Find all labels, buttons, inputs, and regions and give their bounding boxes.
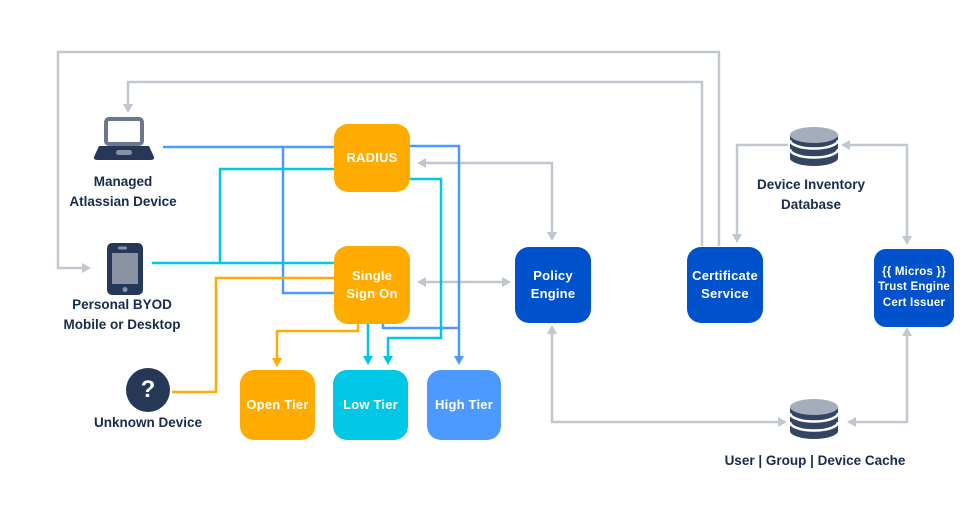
byod-device-label: Personal BYOD Mobile or Desktop bbox=[63, 297, 181, 333]
unknown-device-label: Unknown Device bbox=[93, 415, 203, 430]
high-tier-node: High Tier bbox=[427, 370, 501, 440]
flow-sso-to-high-tier bbox=[381, 324, 459, 330]
flow-sso-to-open-tier bbox=[272, 324, 360, 367]
flow-managed-device-to-sso bbox=[281, 147, 334, 295]
flow-unknown-to-sso bbox=[172, 276, 334, 394]
certificate-service-label-line1: Certificate bbox=[692, 268, 758, 284]
flow-cert-service-to-managed-device bbox=[123, 80, 704, 246]
flow-radius-policy-engine bbox=[417, 158, 557, 241]
radius-node: RADIUS bbox=[334, 124, 410, 192]
question-mark-icon: ? bbox=[126, 368, 170, 412]
low-tier-node: Low Tier bbox=[333, 370, 408, 440]
single-sign-on-node: Single Sign On bbox=[334, 246, 410, 324]
flow-policy-engine-user-cache bbox=[547, 325, 787, 427]
flow-byod-to-radius bbox=[218, 167, 334, 263]
policy-engine-label-line1: Policy bbox=[533, 268, 573, 284]
database-icon-cache bbox=[788, 399, 840, 439]
certificate-service-label-line2: Service bbox=[701, 286, 749, 301]
micros-trust-engine-node: {{ Micros }} Trust Engine Cert Issuer bbox=[874, 249, 954, 327]
laptop-icon bbox=[93, 117, 155, 160]
micros-label-line2: Trust Engine bbox=[877, 281, 951, 294]
flow-cert-service-to-byod-device bbox=[56, 50, 721, 273]
micros-label-line1: {{ Micros }} bbox=[882, 265, 946, 278]
flow-radius-to-low-tier bbox=[383, 177, 443, 365]
question-mark-glyph: ? bbox=[140, 376, 156, 403]
open-tier-label: Open Tier bbox=[246, 397, 309, 413]
flow-inventory-db-micros bbox=[841, 140, 912, 245]
policy-engine-label-line2: Engine bbox=[530, 286, 576, 301]
radius-label: RADIUS bbox=[346, 150, 398, 166]
database-icon-inventory bbox=[788, 127, 840, 166]
low-tier-label: Low Tier bbox=[343, 397, 398, 413]
sso-label-line2: Sign On bbox=[346, 286, 398, 301]
flow-inventory-db-to-cert-service bbox=[732, 143, 788, 243]
user-group-device-cache-label: User | Group | Device Cache bbox=[724, 453, 906, 468]
phone-icon bbox=[107, 243, 143, 295]
device-inventory-database-label: Device Inventory Database bbox=[756, 177, 866, 213]
micros-label-line3: Cert Issuer bbox=[882, 296, 946, 309]
open-tier-node: Open Tier bbox=[240, 370, 315, 440]
managed-device-label: Managed Atlassian Device bbox=[69, 174, 177, 210]
certificate-service-node: Certificate Service bbox=[687, 247, 763, 323]
flow-micros-user-cache bbox=[847, 327, 912, 427]
sso-label-line1: Single bbox=[351, 268, 393, 284]
policy-engine-node: Policy Engine bbox=[515, 247, 591, 323]
high-tier-label: High Tier bbox=[435, 397, 493, 413]
flow-radius-to-high-tier bbox=[410, 144, 464, 365]
